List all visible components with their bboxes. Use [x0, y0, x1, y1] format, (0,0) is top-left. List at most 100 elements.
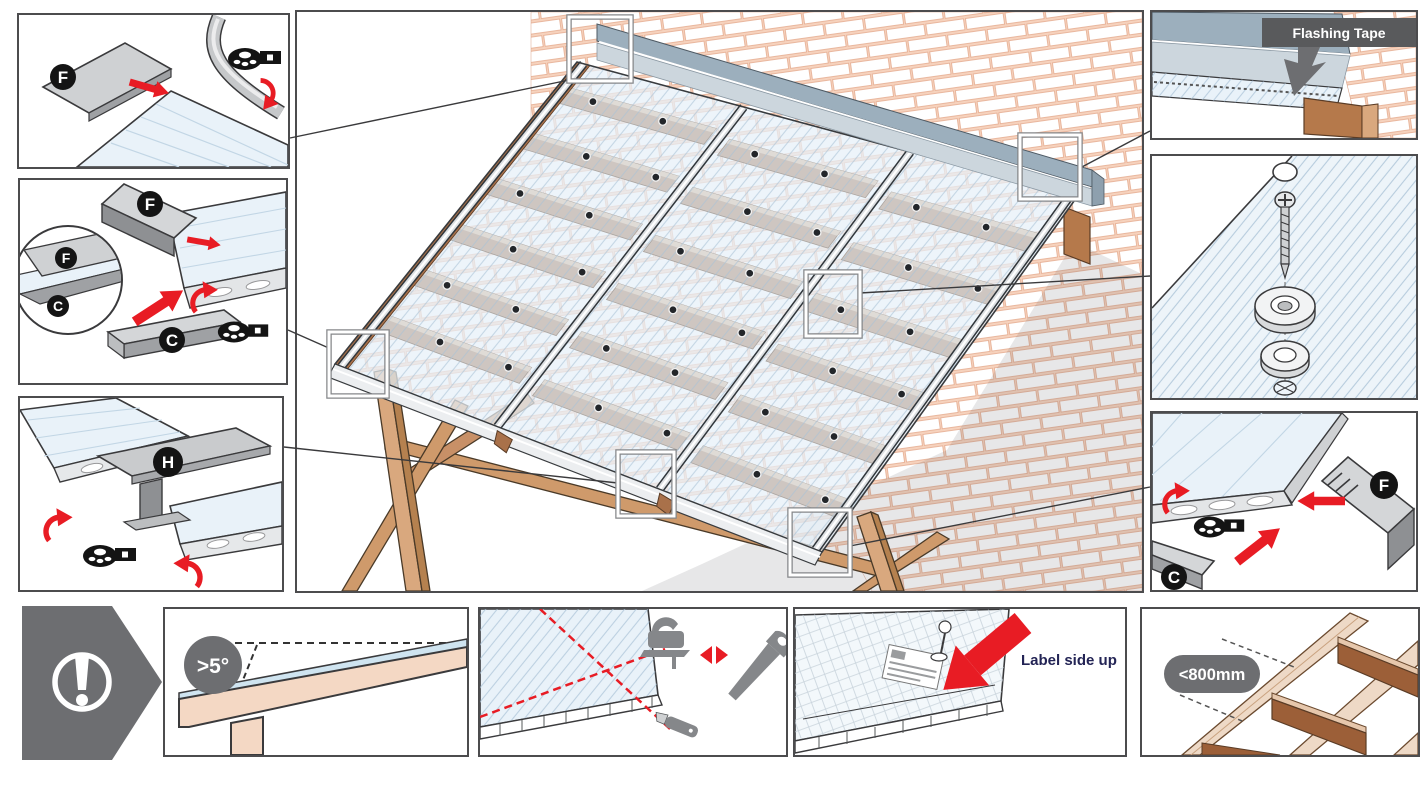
curved-arrow-icon	[46, 508, 73, 540]
vent-slot	[206, 539, 230, 549]
product-label-sticker	[881, 643, 945, 691]
inset-cutting	[478, 607, 788, 757]
spacing-dash-2	[1179, 694, 1243, 722]
rafter-rail-corner	[1393, 732, 1418, 755]
fixing-button	[581, 151, 591, 162]
inset-flashing-drawing: Flashing Tape	[1152, 12, 1416, 138]
inset-f-profile-taping-drawing: F	[41, 15, 288, 167]
cross-board-top-1	[1337, 636, 1418, 676]
inset-f-c-profiles-right: F C	[1150, 411, 1418, 592]
fixing-button	[750, 149, 760, 159]
cell-ticks	[499, 697, 653, 736]
fixing-button	[511, 304, 521, 315]
fixing-button	[973, 283, 983, 294]
inset-h-profile-drawing: H	[20, 398, 282, 590]
flashing-tape-label: Flashing Tape	[1292, 25, 1385, 41]
label-circle-c	[159, 327, 185, 353]
rafter-rail-left	[1180, 612, 1370, 755]
polycarbonate-flutes	[1152, 72, 1342, 110]
sheet-flute-lines	[177, 207, 286, 269]
inset-f-c-profiles-left: F C F C	[18, 178, 288, 385]
fixing-button	[752, 469, 762, 479]
sheet-flute-lines	[110, 103, 288, 167]
vent-slot	[1170, 504, 1198, 516]
tape-roll-icon	[217, 321, 269, 343]
fixing-button	[584, 210, 594, 220]
cut-line-2	[480, 647, 666, 719]
tape-strip-highlight	[211, 18, 279, 109]
fixing-button	[905, 327, 915, 337]
inset-cutting-drawing	[480, 609, 786, 740]
label-c: C	[1168, 568, 1180, 587]
spacing-dash-1	[1221, 638, 1295, 668]
fixing-button	[670, 367, 680, 378]
screw	[1274, 191, 1296, 281]
cross-board-side-1	[1337, 642, 1418, 698]
cross-board-side-3	[1201, 742, 1281, 755]
tape-dash-line	[1153, 81, 1339, 97]
curved-arrow-icon	[173, 554, 200, 586]
sheet-edge-face	[183, 267, 286, 309]
utility-knife-icon	[655, 711, 699, 738]
warning-block	[20, 604, 172, 762]
label-circle-f	[55, 247, 77, 269]
rail-edge-line	[1190, 616, 1360, 755]
label-f: F	[62, 250, 71, 266]
washer-top	[1254, 286, 1316, 334]
sheet-flute-lines	[27, 407, 181, 457]
inset-f-profile-taping: F	[17, 13, 290, 169]
main-canopy-illustration	[295, 10, 1144, 593]
fixing-button	[662, 428, 672, 438]
inset-min-slope: >5°	[163, 607, 469, 757]
f-profile-web	[101, 202, 175, 258]
fixing-button	[829, 431, 839, 442]
label-circle-f	[1370, 471, 1398, 499]
screw-parts-doodle	[930, 620, 952, 662]
pre-drilled-hole	[1273, 380, 1297, 396]
fixing-button	[668, 305, 678, 315]
label-f: F	[1379, 476, 1389, 495]
sheet-flutes	[480, 609, 658, 727]
angle-dash-line	[240, 644, 258, 686]
glazing-bar-highlight	[658, 151, 912, 490]
label-circle-f	[137, 191, 163, 217]
canopy-roof-scene	[327, 12, 1142, 591]
fixing-button	[675, 246, 686, 256]
fixing-button	[911, 202, 922, 212]
polycarbonate-sheet	[75, 90, 288, 167]
fixing-button	[981, 222, 991, 232]
washer-gasket	[1260, 340, 1310, 379]
fixing-button	[508, 244, 518, 254]
fixing-button	[812, 227, 822, 238]
flashing-end-cap	[1091, 169, 1105, 207]
post	[230, 715, 264, 755]
flashing-highlight	[598, 40, 1091, 190]
vent-slot	[245, 279, 271, 291]
cell-ticks	[818, 705, 988, 749]
h-profile-foot	[122, 511, 192, 531]
inset-spacing-drawing: <800mm	[1164, 612, 1418, 755]
tape-roll-icon	[1193, 516, 1245, 538]
red-arrow-large	[943, 613, 1032, 690]
label-c: C	[166, 331, 178, 350]
label-f: F	[145, 195, 155, 214]
cross-board-side-2	[1271, 698, 1367, 755]
warning-pointer-drawing	[22, 606, 162, 760]
gray-arrow-icon	[1284, 47, 1326, 96]
handsaw-icon	[728, 630, 786, 701]
spacing-badge	[1164, 655, 1260, 693]
warning-pointer-shape	[22, 606, 162, 760]
cut-line-1	[539, 609, 671, 730]
max-spacing-label: <800mm	[1179, 666, 1246, 684]
c-profile-end	[107, 330, 125, 360]
fixing-button	[760, 407, 771, 417]
inset-f-c-right-drawing: F C	[1152, 413, 1416, 590]
fixing-button	[903, 262, 914, 273]
inset-screw-fixing	[1150, 154, 1418, 400]
fixing-button	[737, 328, 747, 338]
fixing-button	[588, 96, 598, 107]
screw-cap	[1272, 162, 1298, 182]
label-circle-h	[153, 447, 183, 477]
inset-flashing-tape: Flashing Tape	[1150, 10, 1418, 140]
